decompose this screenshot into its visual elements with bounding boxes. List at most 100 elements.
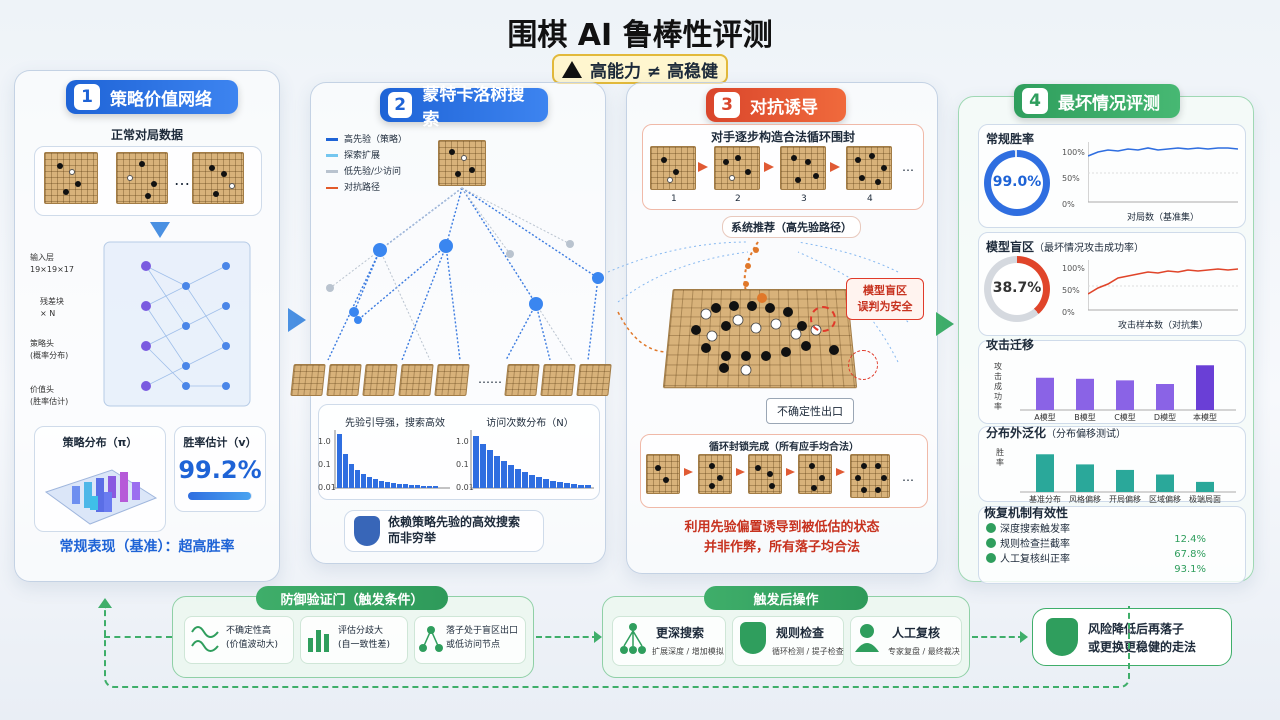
recovery-card — [978, 506, 1246, 584]
visit-tick-2: 0.1 — [456, 460, 469, 469]
recovery-item-2-label: 规则检查拦截率 — [1000, 539, 1070, 550]
bar-label-1: B模型 — [1074, 412, 1096, 422]
uncertainty-exit-label: 不确定性出口 — [766, 398, 854, 424]
go-board-sample-2 — [116, 152, 168, 204]
action-human-review-title: 人工复核 — [892, 626, 941, 640]
blindspot-value: 38.7% — [992, 280, 1042, 296]
layer-input-shape: 19×19×17 — [30, 265, 74, 274]
layer-input-name: 输入层 — [30, 253, 54, 262]
legend-explore-label: 探索扩展 — [344, 151, 381, 161]
bar-1 — [1076, 378, 1094, 410]
panel1-header: 1 策略价值网络 — [66, 80, 238, 114]
condition-1-line2: (价值波动大) — [226, 640, 279, 650]
conclusion-line2: 并非作弊，所有落子均合法 — [703, 540, 860, 555]
actions-title: 触发后操作 — [704, 586, 868, 610]
flow-arrowhead-1 — [594, 631, 602, 643]
policy-distribution-label: 策略分布（π） — [62, 436, 138, 449]
main-board-stones — [691, 293, 839, 376]
panel1-title: 策略价值网络 — [110, 89, 212, 110]
action-deeper-search-title: 更深搜索 — [656, 626, 705, 640]
adversarial-conclusion: 利用先验偏置诱导到被低估的状态 并非作弊，所有落子均合法 — [626, 518, 938, 558]
action-rule-check-desc: 循环检测 / 提子检查 — [772, 647, 844, 656]
page-title-text: 围棋 AI 鲁棒性评测 — [507, 18, 773, 53]
conclusion-line1: 利用先验偏置诱导到被低估的状态 — [684, 520, 880, 535]
prior-tick-2: 0.1 — [318, 460, 331, 469]
regular-tick-50: 50% — [1062, 174, 1080, 183]
ood-bar-chart: 基准分布风格偏移开局偏移区域偏移极端局面 — [1020, 454, 1236, 504]
person-icon — [855, 624, 879, 652]
layer-label-value-head: 价值头 (胜率估计) — [30, 384, 68, 408]
page-title: 围棋 AI 鲁棒性评测 — [0, 10, 1280, 54]
layer-policy-desc: (概率分布) — [30, 351, 69, 360]
action-human-review — [850, 616, 962, 666]
blind-spot-marker — [810, 306, 836, 332]
layer-value-name: 价值头 — [30, 385, 54, 394]
regular-tick-0: 0% — [1062, 200, 1075, 209]
legend-low-prior: 低先验/少访问 — [326, 164, 407, 180]
condition-blindspot-exit — [414, 616, 526, 664]
normal-games-title: 正常对局数据 — [110, 128, 183, 142]
blindspot-tick-50: 50% — [1062, 286, 1080, 295]
bar-label-3: D模型 — [1154, 412, 1176, 422]
shield-icon — [354, 516, 380, 546]
blindspot-xlabel: 攻击样本数（对抗集） — [1117, 321, 1208, 331]
bar-label-4: 极端局面 — [1189, 494, 1221, 504]
recovery-item-3: 人工复核纠正率 — [986, 552, 1086, 567]
recovery-value-3: 93.1% — [1174, 564, 1206, 575]
legend-adversarial: 对抗路径 — [326, 180, 407, 196]
seal-complete-title: 循环封锁完成（所有应手均合法） — [709, 442, 859, 453]
visit-chart-ticks: 1.0 0.1 0.01 — [456, 430, 474, 499]
flow-arrow-3-to-4 — [936, 312, 954, 336]
prior-tick-1: 1.0 — [318, 437, 331, 446]
layer-label-policy-head: 策略头 (概率分布) — [30, 338, 68, 362]
flow-dashed-arrow-1 — [536, 636, 598, 638]
action-deeper-search-desc: 扩展深度 / 增加模拟 — [652, 647, 724, 656]
regular-winrate-value: 99.0% — [992, 174, 1042, 190]
winrate-estimate-label: 胜率估计（v） — [183, 436, 257, 449]
condition-3-line2: 或低访问节点 — [446, 640, 501, 650]
condition-3-line1: 落子处于盲区出口 — [446, 626, 519, 636]
visit-tick-3: 0.01 — [456, 483, 474, 492]
panel4-title: 最坏情况评测 — [1058, 93, 1160, 114]
flow-arrowhead-2 — [1020, 631, 1028, 643]
blind-spot-line2: 误判为安全 — [857, 300, 913, 313]
prior-tick-3: 0.01 — [318, 483, 336, 492]
mcts-note-line2: 而非穷举 — [388, 531, 437, 545]
result-text: 风险降低后再落子 或更换更稳健的走法 — [1088, 620, 1196, 656]
layer-value-desc: (胜率估计) — [30, 397, 69, 406]
flow-arrow-1-to-2 — [288, 308, 306, 332]
legend-low-prior-label: 低先验/少访问 — [344, 167, 402, 177]
mcts-note-line1: 依赖策略先验的高效搜索 — [388, 515, 521, 529]
feedback-loop-stub — [104, 636, 172, 638]
bar-3 — [1156, 384, 1174, 410]
feedback-loop-line — [104, 606, 1130, 688]
blindspot-title: 模型盲区（最坏情况攻击成功率） — [986, 238, 1144, 255]
panel2-number: 2 — [388, 92, 413, 118]
seal-arrow-1 — [684, 468, 693, 476]
seal-board-5 — [850, 454, 890, 498]
prior-chart-title: 先验引导强，搜索高效 — [345, 418, 445, 429]
action-human-review-desc: 专家复盘 / 最终裁决 — [888, 647, 960, 656]
blindspot-ticks: 100% 50% 0% — [1062, 258, 1085, 324]
seq-arrow-1 — [698, 162, 708, 172]
check-icon — [986, 523, 996, 533]
layer-residual-count: × N — [40, 309, 56, 318]
blindspot-tick-0: 0% — [1062, 308, 1075, 317]
bar-0 — [1036, 454, 1054, 492]
condition-uncertainty-text: 不确定性高 (价值波动大) — [226, 624, 278, 652]
bar-4 — [1196, 365, 1214, 410]
feedback-up-arrow — [98, 598, 112, 608]
recovery-item-3-label: 人工复核纠正率 — [1000, 554, 1070, 565]
panel2-title: 蒙特卡洛树搜索 — [422, 85, 525, 130]
panel1-number: 1 — [74, 84, 100, 110]
blindspot-title-main: 模型盲区 — [986, 240, 1035, 254]
uncertainty-exit-marker — [848, 350, 878, 380]
tree-search-icon — [620, 623, 646, 654]
go-board-sample-3 — [192, 152, 244, 204]
bar-label-3: 区域偏移 — [1149, 494, 1181, 504]
winrate-progress-fill — [188, 492, 251, 500]
condition-divergence-text: 评估分歧大 (自一致性差) — [338, 624, 390, 652]
panel4-number: 4 — [1022, 88, 1048, 114]
seq-board-3 — [780, 146, 826, 190]
